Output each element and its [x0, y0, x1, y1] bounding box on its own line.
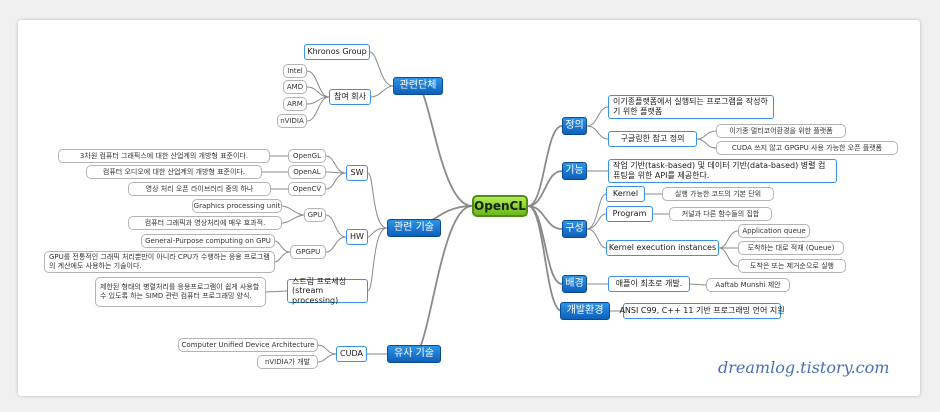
node-related-orgs[interactable]: 관련단체 [393, 77, 443, 95]
node-khronos-group[interactable]: Khronos Group [304, 44, 370, 60]
node-background[interactable]: 배경 [562, 275, 587, 293]
node-cuda[interactable]: CUDA [336, 346, 367, 362]
leaf-gpu[interactable]: GPU [304, 208, 326, 222]
leaf-kernel-desc[interactable]: 실행 가능한 코드의 기본 단위 [662, 187, 774, 201]
leaf-queue-arrival[interactable]: 도착하는 대로 적재 (Queue) [738, 241, 844, 255]
leaf-intel[interactable]: Intel [283, 64, 307, 78]
node-feature[interactable]: 기능 [562, 162, 587, 180]
leaf-def-open-platform[interactable]: CUDA 쓰지 않고 GPGPU 사용 가능한 오픈 플랫폼 [716, 141, 898, 155]
node-sw[interactable]: SW [346, 165, 368, 181]
leaf-gpgpu[interactable]: GPGPU [290, 245, 326, 259]
leaf-nvidia[interactable]: nVIDIA [277, 114, 307, 128]
leaf-stream-desc[interactable]: 제한된 형태의 병렬처리를 응용프로그램이 쉽게 사용할 수 있도록 하는 SI… [95, 277, 266, 307]
node-stream-processing[interactable]: 스트림 프로세싱 (stream processing) [287, 277, 368, 305]
node-related-tech[interactable]: 관련 기술 [387, 219, 441, 237]
node-structure[interactable]: 구성 [562, 220, 587, 238]
leaf-application-queue[interactable]: Application queue [738, 224, 810, 238]
leaf-opengl[interactable]: OpenGL [288, 149, 326, 163]
watermark: dreamlog.tistory.com [718, 358, 890, 377]
node-googled-definition[interactable]: 구글링한 참고 정의 [608, 131, 697, 147]
leaf-program-desc[interactable]: 커널과 다른 함수들의 집합 [669, 207, 772, 221]
leaf-aaftab-munshi[interactable]: Aaftab Munshi 제안 [706, 278, 790, 292]
node-feature-text[interactable]: 작업 기반(task-based) 및 데이터 기반(data-based) 병… [608, 159, 837, 183]
leaf-amd[interactable]: AMD [283, 80, 307, 94]
node-ansi-c99[interactable]: ANSI C99, C++ 11 기반 프로그래밍 언어 지원 [619, 303, 785, 319]
leaf-cuda-dev[interactable]: nVIDIA가 개발 [257, 355, 318, 369]
node-kernel[interactable]: Kernel [606, 186, 645, 202]
leaf-opencv[interactable]: OpenCV [288, 182, 326, 196]
node-program[interactable]: Program [606, 206, 653, 222]
leaf-gpu-full[interactable]: Graphics processing unit [192, 199, 282, 213]
leaf-gpu-desc[interactable]: 컴퓨터 그래픽과 영상처리에 매우 효과적. [128, 216, 282, 230]
leaf-arm[interactable]: ARM [283, 97, 307, 111]
node-kernel-exec[interactable]: Kernel execution instances [606, 240, 719, 256]
node-definition-text[interactable]: 이기종플랫폼에서 실행되는 프로그램을 작성하기 위한 플랫폼 [608, 95, 774, 119]
node-hw[interactable]: HW [346, 229, 368, 245]
node-apple-first[interactable]: 애플이 최초로 개발. [608, 276, 690, 292]
node-dev-env[interactable]: 개발환경 [560, 302, 610, 320]
leaf-gpgpu-desc[interactable]: GPU를 전통적인 그래픽 처리뿐만이 아니라 CPU가 수행하는 응용 프로그… [44, 251, 275, 273]
node-member-companies[interactable]: 참여 회사 [329, 89, 371, 105]
leaf-opengl-desc[interactable]: 3차원 컴퓨터 그래픽스에 대한 산업계의 개방형 표준이다. [58, 149, 270, 163]
leaf-def-heterogeneous[interactable]: 이기종 멀티코어환경을 위한 플랫폼 [716, 124, 846, 138]
leaf-openal[interactable]: OpenAL [288, 165, 326, 179]
leaf-openal-desc[interactable]: 컴퓨터 오디오에 대한 산업계의 개방형 표준이다. [86, 165, 262, 179]
leaf-queue-exec-order[interactable]: 도착은 또는 제거순으로 실행 [738, 259, 846, 273]
leaf-opencv-desc[interactable]: 영상 처리 오픈 라이브러리 중의 하나 [128, 182, 271, 196]
node-definition[interactable]: 정의 [562, 117, 587, 135]
leaf-gpgpu-full[interactable]: General-Purpose computing on GPU [141, 234, 275, 248]
node-similar-tech[interactable]: 유사 기술 [387, 345, 441, 363]
root-node[interactable]: OpenCL [472, 195, 528, 217]
leaf-cuda-full[interactable]: Computer Unified Device Architecture [178, 338, 318, 352]
